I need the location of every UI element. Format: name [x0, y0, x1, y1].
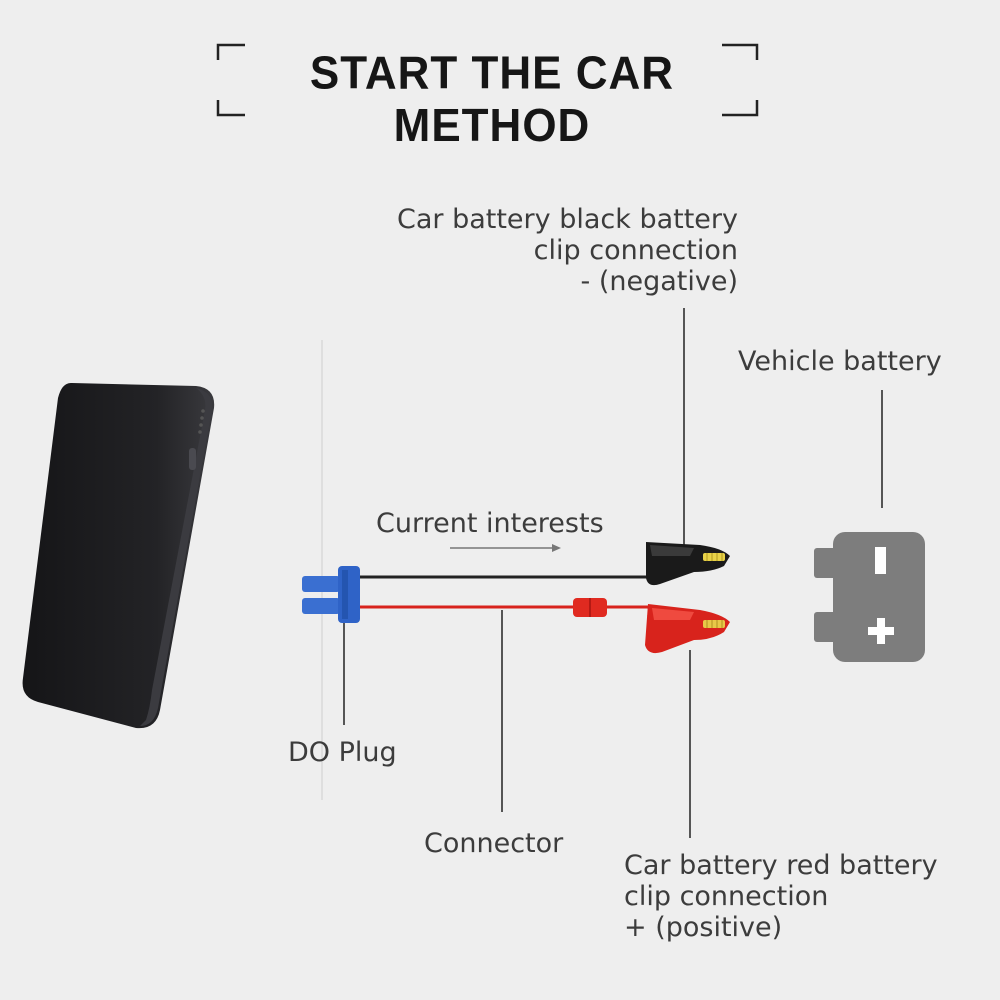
- label-black-clip: Car battery black battery clip connectio…: [397, 204, 738, 297]
- battery-plus-vertical: [877, 618, 885, 644]
- power-button-icon: [189, 448, 196, 470]
- power-bank-device: [22, 382, 215, 729]
- bracket-top-left: [216, 43, 245, 60]
- page-title: START THE CAR METHOD: [309, 47, 675, 152]
- label-red-clip: Car battery red battery clip connection …: [624, 850, 938, 943]
- label-red-clip-line3: + (positive): [624, 912, 783, 943]
- vehicle-battery-icon: [814, 532, 925, 662]
- label-vehicle-battery: Vehicle battery: [738, 346, 942, 377]
- bracket-bottom-right: [722, 100, 759, 117]
- battery-terminal-negative: [814, 548, 836, 578]
- indicator-led-icons: [198, 409, 205, 434]
- battery-body: [833, 532, 925, 662]
- bracket-top-right: [722, 43, 759, 60]
- black-clip-icon: [646, 542, 730, 586]
- battery-terminal-positive: [814, 612, 836, 642]
- red-inline-connector-icon: [573, 598, 607, 617]
- label-red-clip-line1: Car battery red battery: [624, 850, 938, 881]
- current-arrow-icon: [450, 544, 561, 552]
- red-clip-icon: [645, 604, 730, 654]
- do-plug-icon: [302, 566, 360, 623]
- label-red-clip-line2: clip connection: [624, 881, 829, 912]
- label-black-clip-line2: clip connection: [533, 235, 738, 266]
- label-connector: Connector: [424, 828, 564, 859]
- label-black-clip-line1: Car battery black battery: [396, 204, 738, 235]
- bracket-bottom-left: [216, 100, 245, 117]
- title-frame: [0, 0, 1000, 140]
- leader-lines: [343, 308, 883, 838]
- title-brackets: [216, 43, 759, 117]
- red-cable-end: [606, 605, 653, 619]
- battery-minus-symbol: [875, 547, 886, 574]
- label-black-clip-line3: - (negative): [580, 266, 738, 297]
- label-current: Current interests: [376, 508, 604, 539]
- label-do-plug: DO Plug: [288, 737, 397, 768]
